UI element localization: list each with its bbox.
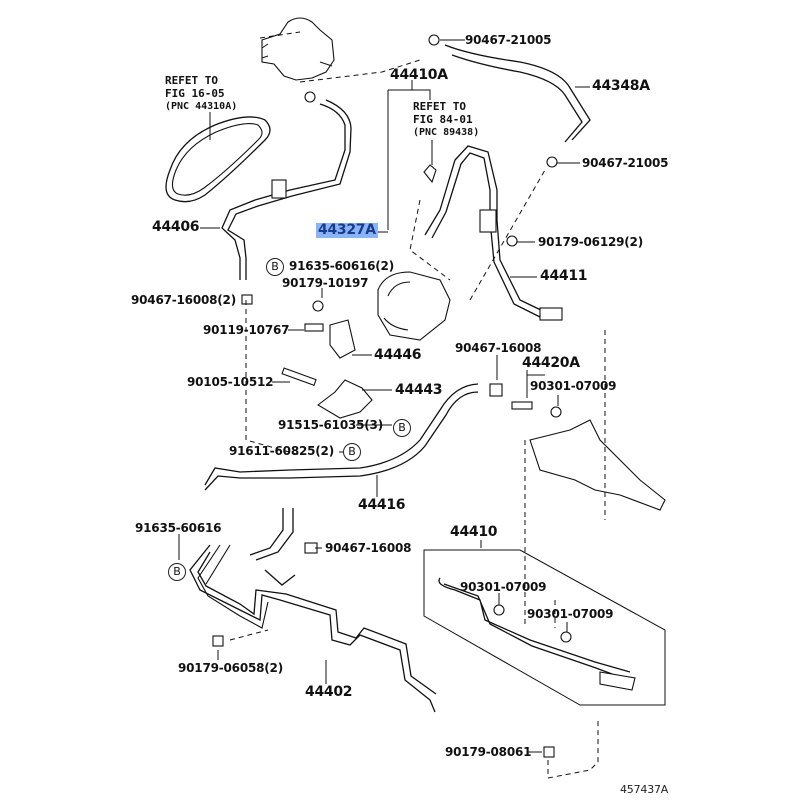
clamp <box>428 34 440 46</box>
leader-lines <box>178 39 590 753</box>
part-label[interactable]: 44420A <box>522 355 580 371</box>
part-label[interactable]: 90467-21005 <box>465 33 552 47</box>
reference-note-switch: REFET TO FIG 84-01 (PNC 89438) <box>413 100 479 139</box>
o-ring <box>560 631 572 643</box>
part-label[interactable]: 90119-10767 <box>203 323 290 337</box>
reference-line: (PNC 44310A) <box>165 101 238 112</box>
bolt-marker-b: B <box>393 419 411 437</box>
bracket-44446 <box>329 319 356 359</box>
reference-line: (PNC 89438) <box>413 127 480 138</box>
bolt-marker-b: B <box>266 258 284 276</box>
part-label[interactable]: 91611-60825(2) <box>229 444 334 458</box>
part-label[interactable]: 90467-16008 <box>325 541 412 555</box>
part-label[interactable]: 90301-07009 <box>460 580 547 594</box>
o-ring <box>550 406 562 418</box>
reference-line: FIG 16-05 <box>165 87 225 100</box>
union-bolt <box>511 401 533 410</box>
clamp <box>241 294 253 305</box>
nut <box>543 746 555 758</box>
part-label-highlighted[interactable]: 44327A <box>316 222 378 238</box>
hose-44348A <box>444 44 591 143</box>
return-hose-lower <box>249 508 296 586</box>
pressure-switch <box>423 164 437 184</box>
bolt <box>304 323 324 332</box>
nut <box>506 235 518 247</box>
pipe-44402 <box>189 544 437 713</box>
hose-end <box>539 307 563 321</box>
bolt-marker-b: B <box>343 443 361 461</box>
part-label[interactable]: 44416 <box>358 497 406 513</box>
power-steering-pump <box>377 271 451 341</box>
part-label[interactable]: 44406 <box>152 219 200 235</box>
part-label[interactable]: 90179-06129(2) <box>538 235 643 249</box>
part-label[interactable]: 44410 <box>450 524 498 540</box>
part-label[interactable]: 44348A <box>592 78 650 94</box>
bracket-44443 <box>317 379 373 419</box>
reference-line: REFET TO <box>165 74 218 87</box>
part-label[interactable]: 44443 <box>395 382 443 398</box>
part-label[interactable]: 90301-07009 <box>530 379 617 393</box>
drive-belt <box>165 116 271 203</box>
hose-44416 <box>204 383 479 491</box>
reference-note-belt: REFET TO FIG 16-05 (PNC 44310A) <box>165 74 237 113</box>
part-label[interactable]: 91515-61035(3) <box>278 418 383 432</box>
reference-line: FIG 84-01 <box>413 113 473 126</box>
part-label[interactable]: 91635-60616(2) <box>289 259 394 273</box>
assembly-box <box>423 549 666 706</box>
pressure-pipe <box>424 145 546 319</box>
nut <box>312 300 324 312</box>
part-label[interactable]: 91635-60616 <box>135 521 222 535</box>
pressure-tube <box>438 577 631 681</box>
return-hose <box>221 103 346 280</box>
bolt <box>281 367 317 386</box>
reservoir-tank <box>259 17 421 83</box>
reference-line: REFET TO <box>413 100 466 113</box>
part-label[interactable]: 90467-16008 <box>455 341 542 355</box>
part-label[interactable]: 90467-21005 <box>582 156 669 170</box>
pipe-bracket <box>271 179 287 199</box>
part-label[interactable]: 90179-06058(2) <box>178 661 283 675</box>
part-label[interactable]: 90179-08061 <box>445 745 532 759</box>
pipe-bracket <box>479 209 497 233</box>
bolt-marker-b: B <box>168 563 186 581</box>
part-label[interactable]: 90105-10512 <box>187 375 274 389</box>
clamp <box>546 156 558 168</box>
o-ring <box>493 604 505 616</box>
figure-id: 457437A <box>620 783 669 796</box>
part-label[interactable]: 44411 <box>540 268 588 284</box>
steering-gear <box>524 330 666 520</box>
clamp <box>304 91 316 103</box>
part-label[interactable]: 44402 <box>305 684 353 700</box>
part-label[interactable]: 44446 <box>374 347 422 363</box>
part-label[interactable]: 90301-07009 <box>527 607 614 621</box>
part-label[interactable]: 90467-16008(2) <box>131 293 236 307</box>
nut <box>212 635 224 647</box>
pipe-clip <box>599 671 636 691</box>
part-label[interactable]: 90179-10197 <box>282 276 369 290</box>
clamp <box>489 383 503 397</box>
part-label[interactable]: 44410A <box>390 67 448 83</box>
